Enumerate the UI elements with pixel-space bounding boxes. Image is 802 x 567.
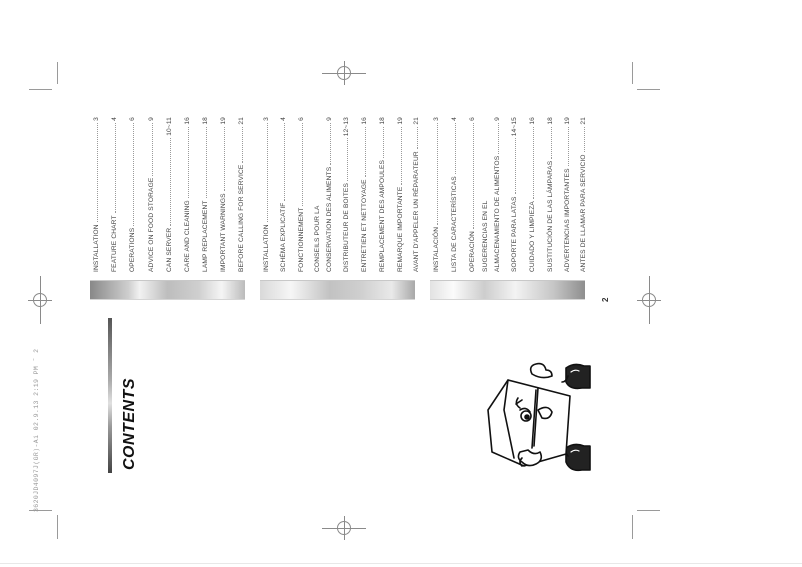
page-ref: 6 — [129, 117, 136, 121]
section-bar-french — [260, 280, 415, 300]
section-bar-spanish — [430, 280, 585, 300]
registration-mark-left-icon — [28, 276, 52, 324]
crop-mark-bottom-left-v — [57, 515, 58, 539]
page-ref: 3 — [433, 117, 440, 121]
page-ref: 12~13 — [343, 117, 350, 137]
page-ref: 21 — [580, 117, 587, 125]
page-ref: 16 — [184, 117, 191, 125]
title-accent-bar — [108, 318, 112, 473]
crop-mark-top-right-v — [632, 62, 633, 84]
refrigerator-mascot-icon — [487, 362, 591, 472]
page-ref: 21 — [413, 117, 420, 125]
page-ref: 4 — [451, 117, 458, 121]
page-ref: 14~15 — [511, 117, 518, 137]
page-ref: 19 — [220, 117, 227, 125]
page-ref: 6 — [298, 117, 305, 121]
page-ref: 18 — [379, 117, 386, 125]
toc-item[interactable]: CONSEILS POUR LA CONSERVATION DES ALIMEN… — [314, 117, 333, 272]
registration-mark-top-icon — [322, 61, 366, 85]
crop-mark-top-right-h — [637, 89, 660, 90]
crop-mark-bottom-right-v — [632, 515, 633, 539]
page-ref: 16 — [361, 117, 368, 125]
toc-item[interactable]: SUGERENCIAS EN EL ALMACENAMIENTO DE ALIM… — [482, 117, 501, 272]
page-ref: 4 — [280, 117, 287, 121]
page-ref: 4 — [111, 117, 118, 121]
crop-mark-top-left-v — [57, 62, 58, 84]
page-ref: 18 — [202, 117, 209, 125]
crop-mark-bottom-right-h — [637, 510, 660, 511]
section-bar-english — [90, 280, 245, 300]
crop-mark-bottom-left-h — [29, 510, 52, 511]
page-ref: 19 — [564, 117, 571, 125]
page-ref: 9 — [326, 117, 333, 121]
page-ref: 9 — [148, 117, 155, 121]
page-ref: 10~11 — [166, 117, 173, 136]
page-ref: 18 — [547, 117, 554, 125]
page-ref: 6 — [469, 117, 476, 121]
page-title: CONTENTS — [121, 378, 138, 470]
page-ref: 3 — [263, 117, 270, 121]
page-ref: 3 — [93, 117, 100, 121]
page-edge — [0, 563, 802, 564]
crop-mark-top-left-h — [29, 89, 52, 90]
print-slug: 3620JD4097J(GR)-Ai 02.9.13 2:19 PM ˘ 2 — [33, 348, 40, 512]
page-ref: 19 — [397, 117, 404, 125]
page-ref: 9 — [494, 117, 501, 121]
registration-mark-right-icon — [637, 276, 661, 324]
registration-mark-bottom-icon — [322, 516, 366, 540]
page-ref: 16 — [529, 117, 536, 125]
page-number: 2 — [601, 297, 610, 302]
page-ref: 21 — [238, 117, 245, 125]
